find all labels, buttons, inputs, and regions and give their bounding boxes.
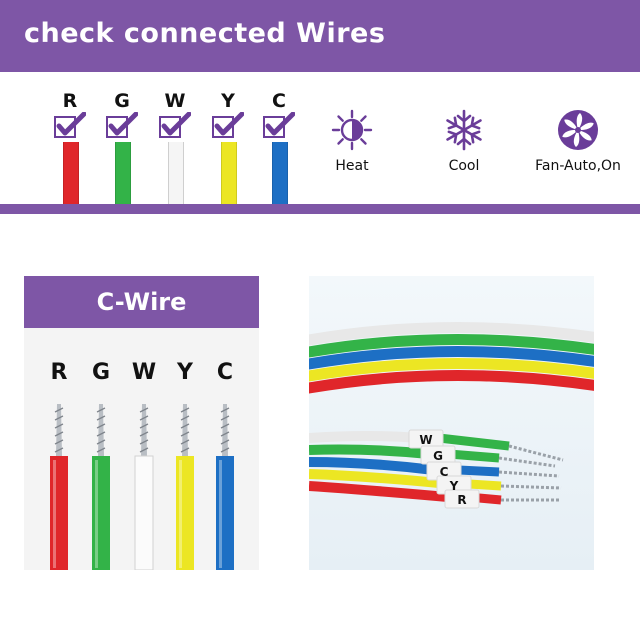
stripped-wire-yellow [176, 404, 194, 570]
mode-heat: Heat [322, 108, 382, 174]
mode-label: Heat [335, 158, 369, 174]
wire-green [115, 142, 131, 204]
stripped-wire-white [134, 404, 154, 570]
card-letter-w: W [131, 360, 157, 385]
tag-label: C [440, 465, 449, 479]
card-title: C-Wire [24, 276, 259, 328]
wire-y: Y [210, 90, 246, 204]
tag-label: W [419, 433, 432, 447]
wire-r: R [52, 90, 88, 204]
tag-label: G [433, 449, 443, 463]
fan-icon [558, 110, 598, 150]
cable-photo: W G C Y R [309, 276, 594, 570]
mode-cool: Cool [434, 108, 494, 174]
stripped-wire-green [92, 404, 110, 570]
card-letter-g: G [91, 360, 111, 385]
page-title: check connected Wires [24, 18, 386, 49]
sun-icon [331, 109, 373, 151]
ribbon-cable-image: W G C Y R [309, 322, 594, 509]
connected-wires-panel [0, 72, 640, 204]
wire-c: C [261, 90, 297, 204]
wire-letter: G [114, 90, 130, 112]
checkbox-checked-icon [212, 112, 244, 138]
card-letter-c: C [216, 360, 234, 385]
checkbox-checked-icon [263, 112, 295, 138]
wire-letter: W [164, 90, 186, 112]
tag-label: R [457, 493, 466, 507]
c-wire-card: C-Wire R G W Y C [24, 276, 259, 570]
snowflake-icon [446, 109, 482, 151]
wire-g: G [104, 90, 140, 204]
wire-yellow [221, 142, 237, 204]
mode-label: Fan-Auto,On [535, 158, 621, 174]
card-letter-y: Y [177, 360, 193, 385]
checkbox-checked-icon [106, 112, 138, 138]
stripped-wire-red [50, 404, 68, 570]
wire-w: W [157, 90, 193, 204]
card-letter-r: R [50, 360, 68, 385]
checkbox-checked-icon [54, 112, 86, 138]
wire-white [168, 142, 184, 204]
wire-letter: C [272, 90, 286, 112]
mode-label: Cool [448, 158, 480, 174]
wire-red [63, 142, 79, 204]
divider-bar [0, 204, 640, 214]
wire-letter: R [62, 90, 78, 112]
tag-label: Y [449, 479, 459, 493]
stripped-wire-blue [216, 404, 234, 570]
checkbox-checked-icon [159, 112, 191, 138]
mode-fan: Fan-Auto,On [528, 108, 628, 174]
wire-blue [272, 142, 288, 204]
wire-letter: Y [221, 90, 235, 112]
header-banner: check connected Wires [0, 0, 640, 72]
